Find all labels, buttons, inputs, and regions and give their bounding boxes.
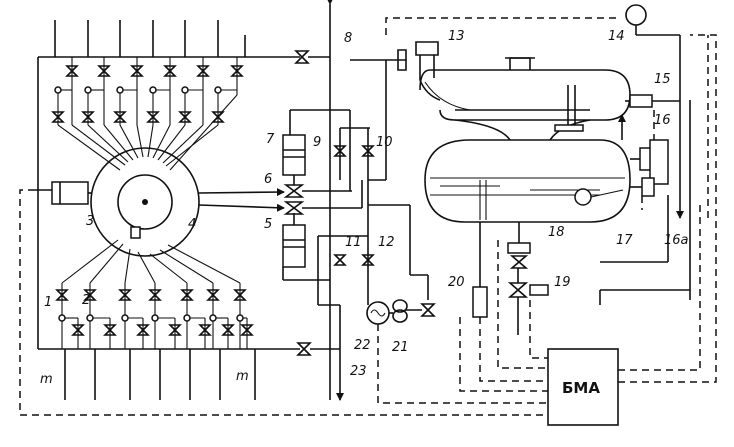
- label-6: 6: [264, 172, 272, 187]
- label-4: 4: [188, 217, 196, 232]
- top-manifold-valve: [294, 50, 330, 64]
- actuator-top: [282, 134, 306, 185]
- bottom-manifold: [38, 342, 340, 400]
- level-16: [630, 139, 669, 185]
- label-m-right: m: [236, 369, 249, 384]
- label-m-left: m: [40, 372, 53, 387]
- pump-21: [389, 299, 408, 323]
- label-14: 14: [608, 29, 625, 44]
- label-12: 12: [378, 235, 395, 250]
- top-branch-valves: [51, 65, 244, 123]
- control-block-label: БМА: [562, 379, 600, 397]
- label-23: 23: [350, 364, 367, 379]
- central-drum: [90, 147, 200, 257]
- label-13: 13: [448, 29, 465, 44]
- valve-18: [507, 222, 531, 269]
- signal-lines: [19, 17, 717, 416]
- level-16a: [630, 177, 655, 197]
- label-21: 21: [392, 340, 409, 355]
- vessel-upper: [419, 57, 631, 121]
- line-8: [326, 0, 344, 401]
- label-3: 3: [86, 214, 94, 229]
- label-19: 19: [554, 275, 571, 290]
- motor-22: [366, 301, 390, 325]
- labels: 1 2 3 4 5 6 7 8 9 10 11 12 13 14 15 16 1…: [40, 29, 689, 397]
- valve-column: [289, 59, 429, 306]
- drum-drive: [35, 181, 92, 205]
- label-20: 20: [448, 275, 465, 290]
- label-15: 15: [654, 72, 671, 87]
- label-2: 2: [82, 293, 90, 308]
- transmitter-20: [472, 222, 488, 318]
- actuator-bottom: [282, 213, 330, 281]
- label-18: 18: [548, 225, 565, 240]
- label-9: 9: [313, 135, 321, 150]
- label-16a: 16а: [664, 233, 689, 248]
- label-22: 22: [354, 338, 371, 353]
- sensor-15: [625, 94, 680, 108]
- outlet-valve: [405, 303, 436, 317]
- label-8: 8: [344, 31, 352, 46]
- bottom-branch-valves: [55, 289, 254, 336]
- top-feed-pipes: [54, 20, 219, 57]
- vessel-lower: [424, 139, 631, 223]
- control-block: [547, 348, 619, 426]
- label-1: 1: [44, 295, 52, 310]
- valve-6: [283, 184, 305, 198]
- gauge-14: [625, 4, 681, 100]
- right-loop: [599, 100, 691, 305]
- top-branches: [57, 57, 238, 171]
- label-17: 17: [616, 233, 633, 248]
- drum-outlets: [198, 188, 362, 212]
- label-10: 10: [376, 135, 393, 150]
- label-5: 5: [264, 217, 272, 232]
- valve-5: [283, 201, 305, 215]
- label-7: 7: [266, 132, 275, 147]
- inlet-13: [397, 41, 471, 111]
- valve-19: [507, 268, 549, 335]
- label-11: 11: [345, 235, 362, 250]
- vessel-neck: [454, 85, 591, 141]
- label-16: 16: [654, 113, 671, 128]
